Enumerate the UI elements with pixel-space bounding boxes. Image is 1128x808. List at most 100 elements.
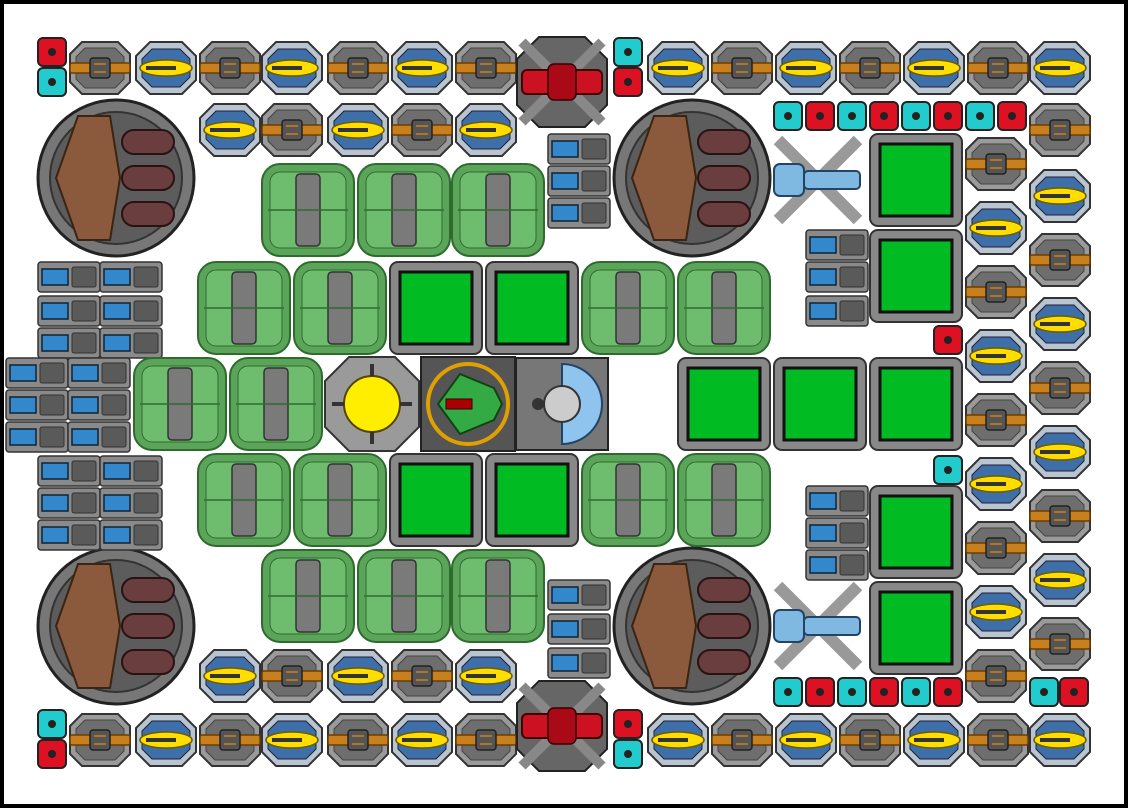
power-node-icon[interactable] bbox=[805, 101, 835, 131]
missile-launcher-icon[interactable] bbox=[1029, 297, 1091, 351]
shield-node-icon[interactable] bbox=[965, 101, 995, 131]
gun-turret-icon[interactable] bbox=[1029, 617, 1091, 671]
missile-launcher-icon[interactable] bbox=[1029, 41, 1091, 95]
thruster-icon[interactable] bbox=[99, 487, 163, 519]
gun-turret-icon[interactable] bbox=[199, 41, 261, 95]
railgun-icon[interactable] bbox=[773, 135, 863, 225]
missile-launcher-icon[interactable] bbox=[199, 649, 261, 703]
fuel-tank-icon[interactable] bbox=[581, 261, 675, 355]
gun-turret-icon[interactable] bbox=[199, 713, 261, 767]
missile-launcher-icon[interactable] bbox=[647, 41, 709, 95]
shield-node-icon[interactable] bbox=[837, 101, 867, 131]
thruster-icon[interactable] bbox=[67, 357, 131, 389]
gun-turret-icon[interactable] bbox=[965, 649, 1027, 703]
missile-launcher-icon[interactable] bbox=[647, 713, 709, 767]
fuel-tank-icon[interactable] bbox=[293, 453, 387, 547]
missile-launcher-icon[interactable] bbox=[455, 649, 517, 703]
fuel-tank-icon[interactable] bbox=[451, 163, 545, 257]
thruster-icon[interactable] bbox=[805, 485, 869, 517]
thruster-icon[interactable] bbox=[5, 357, 69, 389]
power-node-icon[interactable] bbox=[933, 677, 963, 707]
shield-node-icon[interactable] bbox=[1029, 677, 1059, 707]
power-node-icon[interactable] bbox=[37, 37, 67, 67]
armor-plate-icon[interactable] bbox=[389, 453, 483, 547]
thruster-icon[interactable] bbox=[547, 197, 611, 229]
armor-plate-icon[interactable] bbox=[485, 261, 579, 355]
thruster-icon[interactable] bbox=[547, 613, 611, 645]
gun-turret-icon[interactable] bbox=[965, 265, 1027, 319]
gun-turret-icon[interactable] bbox=[261, 103, 323, 157]
missile-launcher-icon[interactable] bbox=[327, 649, 389, 703]
missile-launcher-icon[interactable] bbox=[391, 41, 453, 95]
missile-launcher-icon[interactable] bbox=[199, 103, 261, 157]
fuel-tank-icon[interactable] bbox=[197, 453, 291, 547]
hangar-bay-icon[interactable] bbox=[612, 546, 772, 706]
power-node-icon[interactable] bbox=[933, 101, 963, 131]
armor-plate-icon[interactable] bbox=[677, 357, 771, 451]
shield-node-icon[interactable] bbox=[773, 677, 803, 707]
fuel-tank-icon[interactable] bbox=[229, 357, 323, 451]
missile-launcher-icon[interactable] bbox=[775, 713, 837, 767]
fuel-tank-icon[interactable] bbox=[677, 453, 771, 547]
shield-generator-icon[interactable] bbox=[515, 357, 609, 451]
fuel-tank-icon[interactable] bbox=[581, 453, 675, 547]
gun-turret-icon[interactable] bbox=[967, 713, 1029, 767]
armor-plate-icon[interactable] bbox=[869, 581, 963, 675]
reactor-core-icon[interactable] bbox=[324, 356, 420, 452]
missile-launcher-icon[interactable] bbox=[327, 103, 389, 157]
gun-turret-icon[interactable] bbox=[69, 713, 131, 767]
gun-turret-icon[interactable] bbox=[965, 137, 1027, 191]
rail-cannon-icon[interactable] bbox=[516, 680, 608, 772]
thruster-icon[interactable] bbox=[37, 327, 101, 359]
shield-node-icon[interactable] bbox=[37, 67, 67, 97]
armor-plate-icon[interactable] bbox=[773, 357, 867, 451]
thruster-icon[interactable] bbox=[547, 133, 611, 165]
gun-turret-icon[interactable] bbox=[711, 41, 773, 95]
gun-turret-icon[interactable] bbox=[839, 41, 901, 95]
fuel-tank-icon[interactable] bbox=[451, 549, 545, 643]
thruster-icon[interactable] bbox=[37, 455, 101, 487]
power-node-icon[interactable] bbox=[37, 739, 67, 769]
shield-node-icon[interactable] bbox=[613, 739, 643, 769]
armor-plate-icon[interactable] bbox=[869, 133, 963, 227]
shield-node-icon[interactable] bbox=[933, 455, 963, 485]
gun-turret-icon[interactable] bbox=[1029, 103, 1091, 157]
fuel-tank-icon[interactable] bbox=[133, 357, 227, 451]
missile-launcher-icon[interactable] bbox=[391, 713, 453, 767]
gun-turret-icon[interactable] bbox=[455, 713, 517, 767]
gun-turret-icon[interactable] bbox=[69, 41, 131, 95]
gun-turret-icon[interactable] bbox=[711, 713, 773, 767]
power-node-icon[interactable] bbox=[613, 67, 643, 97]
thruster-icon[interactable] bbox=[37, 487, 101, 519]
hangar-bay-icon[interactable] bbox=[36, 98, 196, 258]
missile-launcher-icon[interactable] bbox=[1029, 169, 1091, 223]
thruster-icon[interactable] bbox=[67, 389, 131, 421]
thruster-icon[interactable] bbox=[37, 295, 101, 327]
thruster-icon[interactable] bbox=[67, 421, 131, 453]
fuel-tank-icon[interactable] bbox=[197, 261, 291, 355]
shield-node-icon[interactable] bbox=[901, 101, 931, 131]
thruster-icon[interactable] bbox=[547, 647, 611, 679]
armor-plate-icon[interactable] bbox=[485, 453, 579, 547]
power-node-icon[interactable] bbox=[933, 325, 963, 355]
gun-turret-icon[interactable] bbox=[1029, 361, 1091, 415]
missile-launcher-icon[interactable] bbox=[1029, 553, 1091, 607]
gun-turret-icon[interactable] bbox=[839, 713, 901, 767]
gun-turret-icon[interactable] bbox=[391, 649, 453, 703]
cockpit-icon[interactable] bbox=[420, 356, 516, 452]
thruster-icon[interactable] bbox=[547, 579, 611, 611]
missile-launcher-icon[interactable] bbox=[903, 713, 965, 767]
power-node-icon[interactable] bbox=[869, 101, 899, 131]
thruster-icon[interactable] bbox=[805, 295, 869, 327]
thruster-icon[interactable] bbox=[805, 261, 869, 293]
power-node-icon[interactable] bbox=[869, 677, 899, 707]
thruster-icon[interactable] bbox=[37, 519, 101, 551]
shield-node-icon[interactable] bbox=[901, 677, 931, 707]
thruster-icon[interactable] bbox=[805, 229, 869, 261]
fuel-tank-icon[interactable] bbox=[677, 261, 771, 355]
missile-launcher-icon[interactable] bbox=[1029, 425, 1091, 479]
fuel-tank-icon[interactable] bbox=[357, 549, 451, 643]
missile-launcher-icon[interactable] bbox=[965, 329, 1027, 383]
shield-node-icon[interactable] bbox=[837, 677, 867, 707]
